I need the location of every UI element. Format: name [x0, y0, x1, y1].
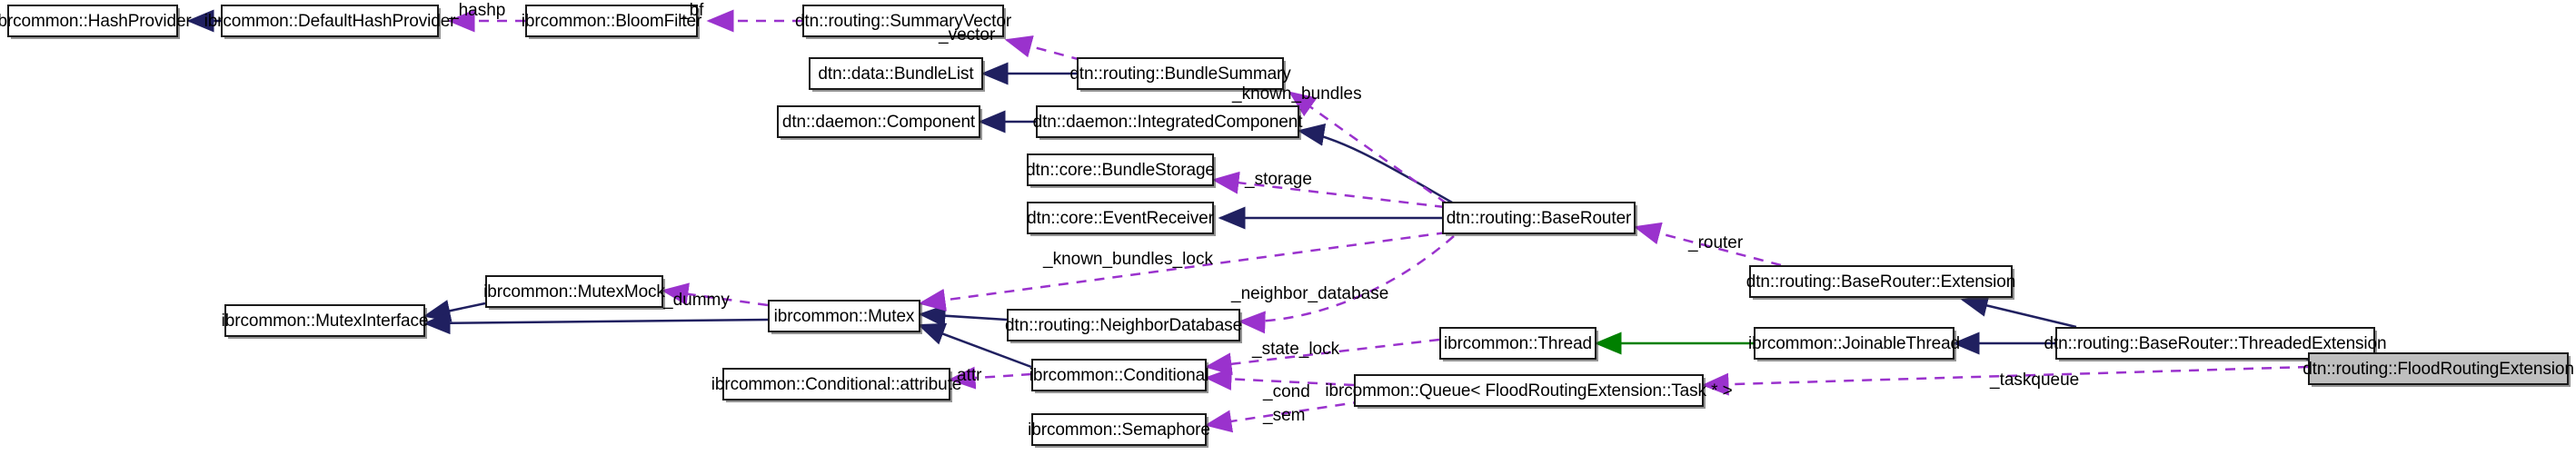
edge-inheritance	[918, 304, 1008, 328]
class-node-joinablethread[interactable]: ibrcommon::JoinableThread	[1748, 327, 1960, 360]
class-node-defaulthashprovider[interactable]: ibrcommon::DefaultHashProvider	[204, 5, 456, 37]
edge-label-cond: _cond	[1263, 382, 1310, 401]
class-node-eventreceiver[interactable]: dtn::core::EventReceiver	[1027, 202, 1214, 234]
class-node-bundlestorage[interactable]: dtn::core::BundleStorage	[1026, 153, 1215, 186]
class-node-hashprovider[interactable]: ibrcommon::HashProvider	[0, 5, 192, 37]
class-node-baserouter-extension[interactable]: dtn::routing::BaseRouter::Extension	[1746, 265, 2015, 298]
edge-inheritance	[1960, 294, 2077, 329]
class-node-bundlelist[interactable]: dtn::data::BundleList	[809, 57, 983, 90]
class-node-summaryvector[interactable]: dtn::routing::SummaryVector	[795, 5, 1011, 37]
edge-label-sem: _sem	[1263, 406, 1306, 425]
edge-label-known-bundles: _known_bundles	[1232, 84, 1362, 104]
edge-label-taskqueue: _taskqueue	[1990, 371, 2080, 390]
edge-inheritance	[423, 300, 486, 322]
class-node-component[interactable]: dtn::daemon::Component	[777, 105, 980, 138]
class-node-conditional[interactable]: ibrcommon::Conditional	[1029, 359, 1208, 391]
edge-label-hashp: _hashp	[449, 1, 506, 20]
class-node-conditional-attribute[interactable]: ibrcommon::Conditional::attribute	[711, 368, 961, 401]
class-node-mutexmock[interactable]: ibrcommon::MutexMock	[483, 275, 665, 308]
edge-label-state-lock: _state_lock	[1252, 340, 1340, 359]
edge-label-router: _router	[1688, 233, 1744, 252]
edge-label-storage: _storage	[1245, 170, 1312, 189]
edge-inheritance	[1297, 124, 1455, 205]
edge-inheritance	[423, 312, 769, 335]
class-node-queue[interactable]: ibrcommon::Queue< FloodRoutingExtension:…	[1325, 374, 1733, 407]
edge-label-attr: attr	[957, 366, 982, 385]
class-node-baserouter[interactable]: dtn::routing::BaseRouter	[1442, 202, 1636, 234]
class-node-bloomfilter[interactable]: ibrcommon::BloomFilter	[522, 5, 701, 37]
edge-label-dummy: _dummy	[663, 291, 730, 310]
class-node-bundlesummary[interactable]: dtn::routing::BundleSummary	[1069, 57, 1291, 90]
edge-label-bf: _bf	[680, 1, 704, 20]
edge-usage	[1004, 35, 1082, 62]
class-node-integratedcomponent[interactable]: dtn::daemon::IntegratedComponent	[1033, 105, 1303, 138]
edge-usage	[1238, 235, 1455, 334]
class-node-floodroutingextension[interactable]: dtn::routing::FloodRoutingExtension	[2302, 352, 2574, 385]
edge-label-known-bundles-lock: _known_bundles_lock	[1043, 250, 1213, 269]
class-node-semaphore[interactable]: ibrcommon::Semaphore	[1028, 413, 1210, 446]
edge-usage	[1288, 91, 1447, 205]
class-node-neighbordatabase[interactable]: dtn::routing::NeighborDatabase	[1005, 309, 1242, 341]
edge-label-neighbor-database: _neighbor_database	[1231, 284, 1389, 303]
usage-edges	[447, 9, 2309, 433]
edge-label-vector: _vector	[939, 25, 996, 45]
class-node-mutex[interactable]: ibrcommon::Mutex	[768, 300, 920, 332]
class-node-mutexinterface[interactable]: ibrcommon::MutexInterface	[222, 304, 428, 337]
class-node-thread[interactable]: ibrcommon::Thread	[1439, 327, 1596, 360]
